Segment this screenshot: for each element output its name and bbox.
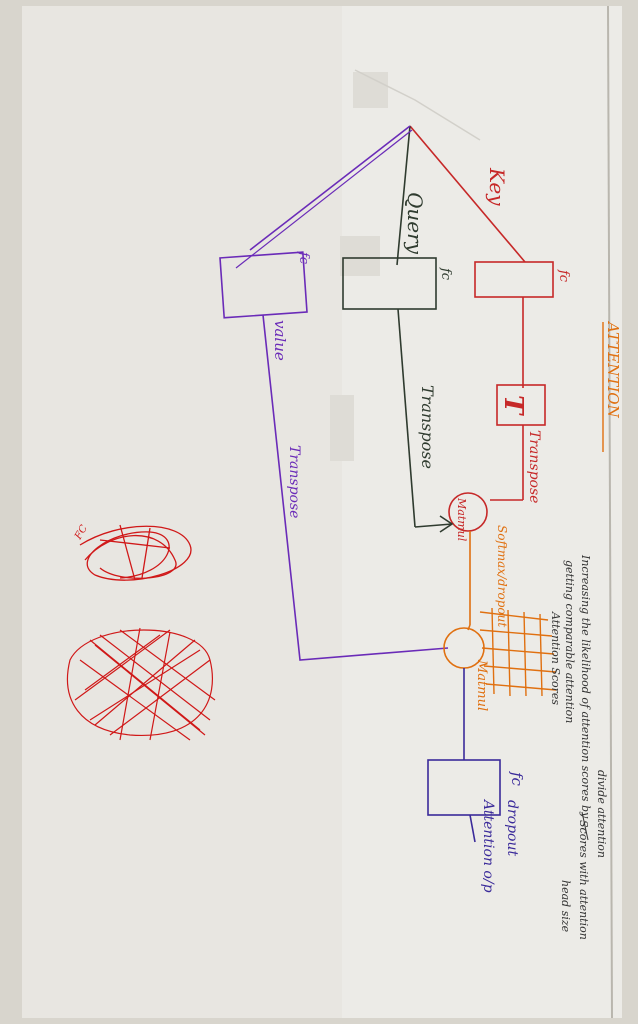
matmul-1-label: Matmul — [455, 497, 468, 542]
attention-output-label: Attention o/p — [480, 798, 496, 893]
paper-edge — [607, 5, 613, 1019]
query-into-matmul-line — [414, 523, 453, 528]
key-fc-label: fc — [556, 269, 571, 283]
output-fc-box — [427, 759, 501, 816]
matmul-2-label: Matmul — [474, 659, 489, 711]
attention-grid — [479, 607, 557, 697]
output-line — [469, 814, 476, 843]
matmul-1-circle — [448, 492, 488, 532]
query-input-line — [396, 125, 411, 266]
query-to-matmul-line — [397, 308, 416, 528]
note-underline — [581, 811, 589, 841]
value-fc-label: fc — [296, 251, 311, 265]
key-input-line — [409, 125, 526, 263]
value-transpose-label: Transpose — [286, 445, 302, 518]
query-transpose-label: Transpose — [418, 385, 437, 469]
output-fc-label: fc — [508, 771, 526, 787]
key-label: Key — [485, 167, 509, 206]
value-fc-box — [219, 251, 308, 319]
tape-piece — [330, 395, 354, 461]
diagram-title: ATTENTION — [604, 320, 622, 419]
note-line-5: Scores with attention — [577, 820, 590, 940]
transpose-box — [496, 384, 546, 426]
value-input-line — [249, 125, 411, 251]
paper-shadow — [22, 6, 342, 1018]
scribble-small — [79, 524, 192, 581]
transpose-box-label: T — [498, 395, 528, 416]
note-line-3: Attention Scores — [549, 611, 562, 705]
query-fc-label: fc — [438, 267, 453, 281]
softmax-dropout-label: Softmax/dropout — [495, 525, 509, 627]
note-line-6: head size — [559, 880, 572, 933]
query-fc-box — [342, 257, 437, 310]
note-line-2: getting comparable attention — [563, 560, 576, 723]
query-arrow-head — [439, 515, 454, 533]
key-transpose-label: Transpose — [526, 430, 542, 503]
pencil-ghost-line — [354, 69, 481, 141]
value-to-matmul-line — [262, 314, 449, 661]
note-line-1: Increasing the likelihood of attention s… — [579, 554, 592, 819]
scribble-large — [66, 627, 216, 741]
note-line-4: divide attention — [595, 770, 608, 858]
value-input-line-2 — [235, 129, 413, 269]
value-label: value — [271, 320, 289, 361]
key-fc-box — [474, 261, 554, 298]
query-label: Query — [403, 192, 427, 255]
dropout-label: dropout — [504, 800, 520, 856]
tape-piece — [340, 236, 380, 276]
